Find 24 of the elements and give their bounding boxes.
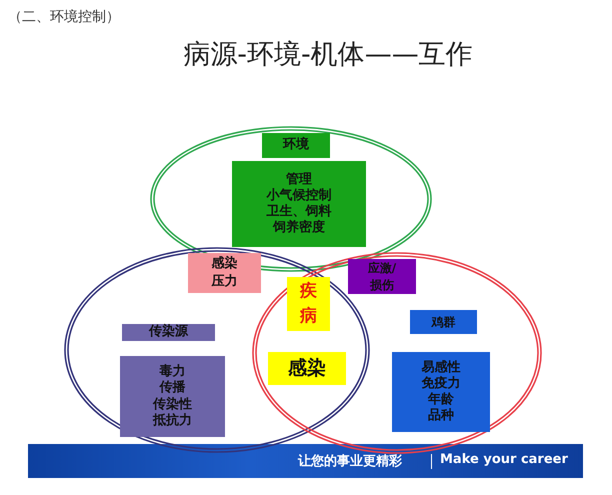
label-box: 鸡群 <box>410 310 477 334</box>
text-line: 管理 <box>286 172 312 188</box>
text-line: 小气候控制 <box>266 188 332 204</box>
label-box: 疾病 <box>287 277 330 331</box>
heading: （二、环境控制） <box>8 8 120 26</box>
text-line: 免疫力 <box>422 376 460 392</box>
slogan-text: Make your career <box>440 452 568 467</box>
text-line: 传染性 <box>153 396 192 413</box>
text-line: 年龄 <box>428 392 454 408</box>
text-line: 饲养密度 <box>273 220 325 236</box>
text-line: 毒力 <box>160 364 186 380</box>
text-line: 品种 <box>428 408 454 424</box>
text-box <box>392 352 490 432</box>
slogan-text: 让您的事业更精彩 <box>298 453 402 470</box>
label-box: 环境 <box>262 133 330 158</box>
label-box: 感染 <box>268 352 346 385</box>
title: 病源-环境-机体——互作 <box>183 39 473 70</box>
text-box <box>120 356 225 437</box>
text-box <box>232 161 366 247</box>
text-line: 传播 <box>160 380 186 396</box>
text-line: 易感性 <box>422 360 460 376</box>
label-box: 传染源 <box>122 324 215 341</box>
text-line: 抵抗力 <box>153 412 192 429</box>
text-line: 卫生、饲料 <box>266 204 332 220</box>
